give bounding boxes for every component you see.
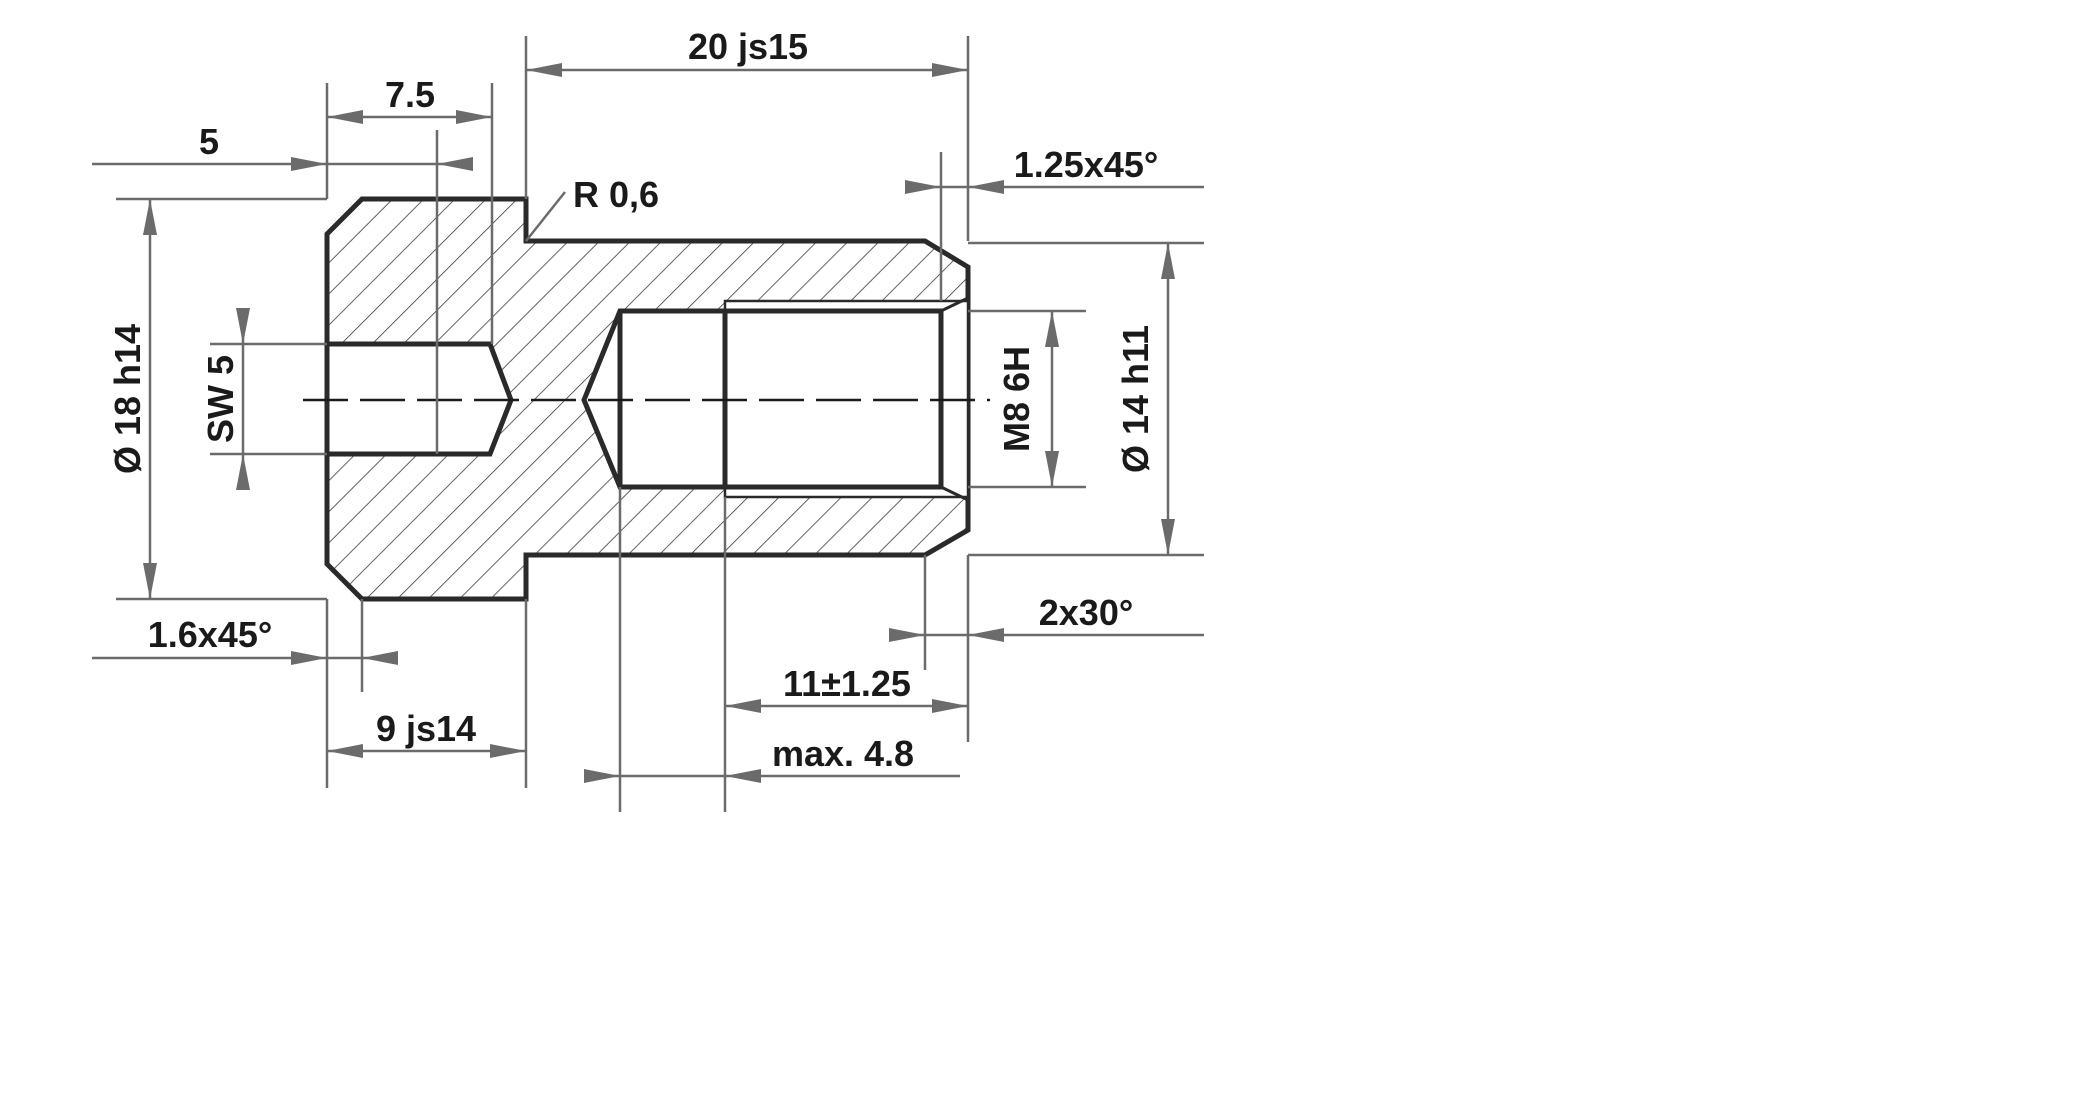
- extension-lines: [116, 36, 1204, 812]
- dim-head-length: 9 js14: [376, 708, 476, 749]
- dim-total-length: 20 js15: [688, 26, 808, 67]
- dim-hex-size: SW 5: [200, 355, 241, 443]
- dim-chamfer-right-bottom: 2x30°: [1039, 592, 1133, 633]
- dim-left-offset: 5: [199, 121, 219, 162]
- dim-outer-diameter: Ø 18 h14: [107, 324, 148, 474]
- dim-shaft-diameter: Ø 14 h11: [1115, 325, 1156, 473]
- dim-radius: R 0,6: [573, 174, 659, 215]
- dim-hex-depth: 7.5: [385, 74, 435, 115]
- dim-chamfer-right-top: 1.25x45°: [1014, 144, 1159, 185]
- dim-thread: M8 6H: [996, 346, 1037, 452]
- dim-chamfer-left-bottom: 1.6x45°: [148, 614, 273, 655]
- dim-thread-depth: 11±1.25: [783, 663, 911, 704]
- dimension-lines: [92, 63, 1204, 783]
- dim-thread-runout: max. 4.8: [772, 733, 914, 774]
